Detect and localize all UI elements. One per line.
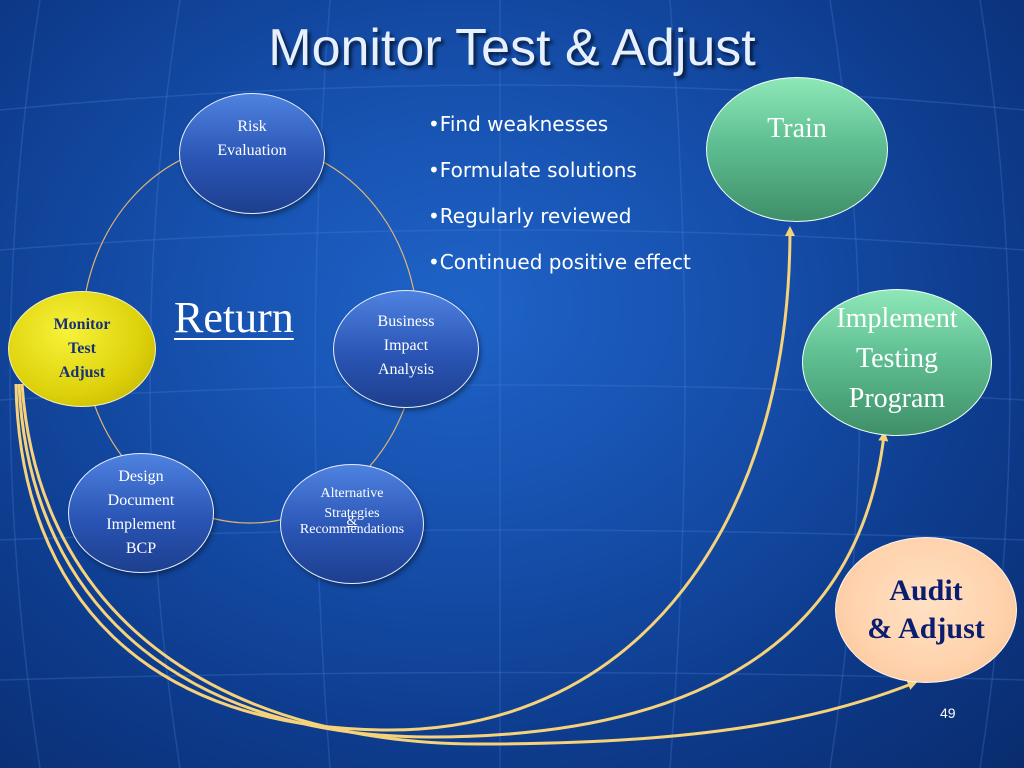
implement-testing-program-label: Implement Testing Program	[836, 302, 958, 414]
business-impact-analysis-node: Business Impact Analysis	[333, 290, 479, 408]
bullet-item: •Find weaknesses	[428, 112, 609, 136]
risk-evaluation-node: Risk Evaluation	[179, 93, 325, 214]
audit-adjust-node: Audit & Adjust	[835, 537, 1017, 683]
business-impact-analysis-label: Business Impact Analysis	[377, 313, 435, 378]
return-link[interactable]: Return	[174, 293, 294, 342]
page-number: 49	[940, 705, 956, 721]
risk-evaluation-label: Risk Evaluation	[217, 117, 287, 159]
train-label: Train	[767, 112, 827, 144]
flow-arrows	[14, 226, 918, 746]
arrow-to-audit	[20, 383, 918, 746]
audit-adjust-label: Audit & Adjust	[867, 574, 985, 645]
alternative-strategies-text: Alternative Strategies&Recommendations	[299, 486, 405, 540]
monitor-test-adjust-label: Monitor Test Adjust	[53, 316, 111, 381]
bullet-list: •Find weaknesses •Formulate solutions •R…	[428, 110, 691, 294]
design-document-node: Design Document Implement BCP	[68, 453, 214, 573]
design-document-label: Design Document Implement BCP	[106, 468, 176, 557]
arrow-to-implement	[17, 383, 889, 739]
arrow-to-train	[14, 226, 795, 732]
bullet-item: •Formulate solutions	[428, 158, 637, 182]
alternative-strategies-label: Alternative Strategies	[320, 486, 384, 521]
bullet-item: •Continued positive effect	[428, 250, 691, 274]
recommendations-label: Recommendations	[299, 522, 405, 537]
monitor-test-adjust-node: Monitor Test Adjust	[8, 291, 156, 407]
train-node: Train	[706, 77, 888, 222]
bullet-item: •Regularly reviewed	[428, 204, 632, 228]
implement-testing-program-node: Implement Testing Program	[802, 289, 992, 436]
slide-title: Monitor Test & Adjust	[268, 19, 756, 77]
ampersand-label: &	[346, 514, 358, 529]
alternative-strategies-node: Alternative Strategies&Recommendations	[280, 464, 424, 584]
